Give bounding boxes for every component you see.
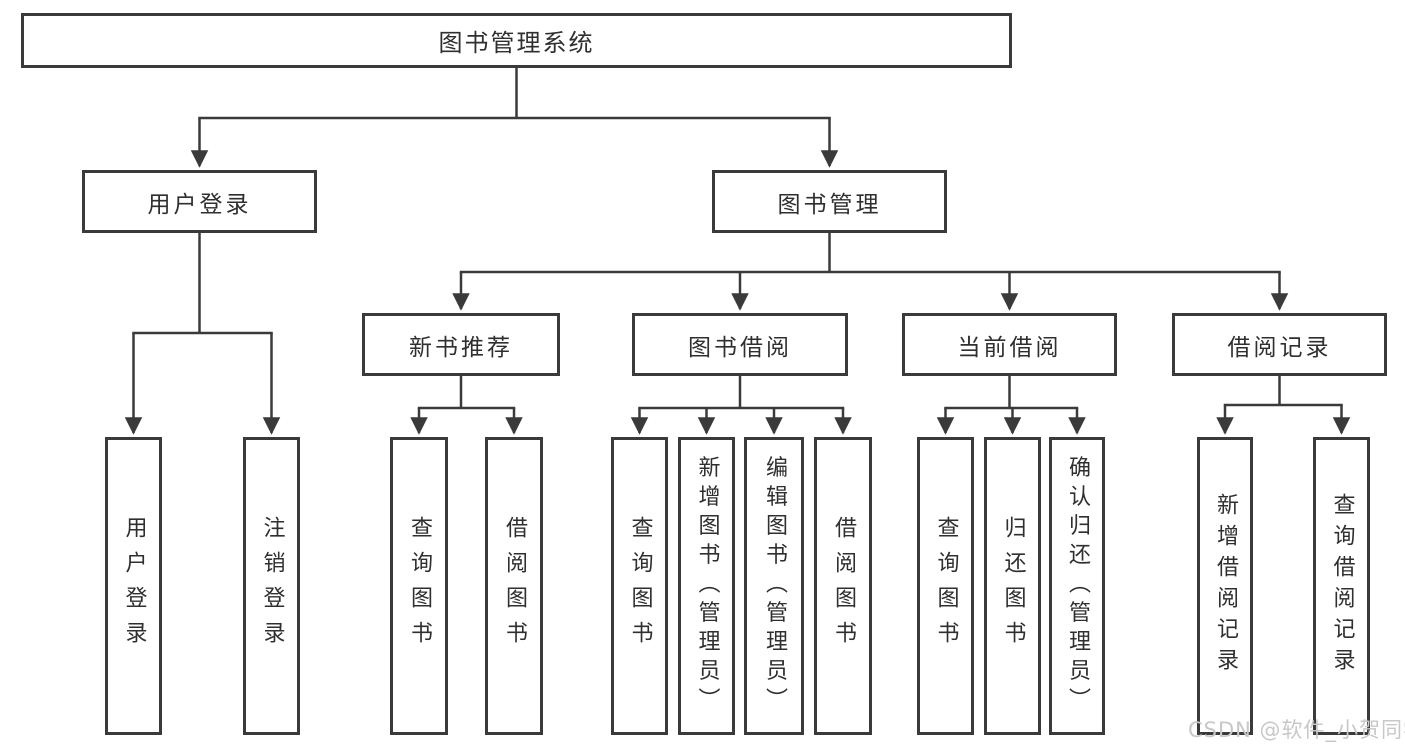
- leaf-user-login: 用户登录: [105, 437, 162, 735]
- node-label: 图书借阅: [688, 334, 792, 361]
- node-label: 当前借阅: [957, 334, 1062, 361]
- node-book-borrowing: 图书借阅: [632, 313, 848, 376]
- node-book-management: 图书管理: [712, 170, 947, 233]
- leaf-label: 查询图书: [407, 516, 432, 656]
- node-user-login: 用户登录: [82, 170, 317, 233]
- leaf-query-books-recommend: 查询图书: [390, 437, 448, 735]
- leaf-label: 新增借阅记录: [1213, 493, 1238, 679]
- leaf-label: 确认归还（管理员）: [1065, 455, 1090, 717]
- csdn-watermark: CSDN @软件_小贺同学: [1188, 718, 1405, 742]
- node-borrowing-records: 借阅记录: [1172, 313, 1387, 376]
- node-current-borrowing: 当前借阅: [902, 313, 1117, 376]
- leaf-label: 用户登录: [121, 516, 147, 656]
- leaf-confirm-return-admin: 确认归还（管理员）: [1049, 437, 1105, 735]
- node-label: 新书推荐: [409, 334, 513, 361]
- leaf-label: 注销登录: [259, 516, 285, 656]
- leaf-label: 查询借阅记录: [1329, 493, 1355, 679]
- leaf-label: 借阅图书: [502, 516, 527, 656]
- leaf-borrow-books-borrowing: 借阅图书: [814, 437, 872, 735]
- node-label: 用户登录: [147, 191, 252, 218]
- leaf-edit-book-admin: 编辑图书（管理员）: [744, 437, 804, 735]
- node-label: 图书管理系统: [438, 29, 595, 57]
- leaf-add-borrow-record: 新增借阅记录: [1197, 437, 1253, 735]
- leaf-add-book-admin: 新增图书（管理员）: [678, 437, 735, 735]
- leaf-label: 编辑图书（管理员）: [762, 455, 787, 717]
- leaf-logout: 注销登录: [243, 437, 300, 735]
- node-label: 借阅记录: [1227, 334, 1332, 361]
- node-label: 图书管理: [777, 191, 882, 218]
- leaf-query-books-borrowing: 查询图书: [611, 437, 668, 735]
- leaf-query-books-current: 查询图书: [917, 437, 974, 735]
- leaf-label: 归还图书: [1000, 516, 1026, 656]
- leaf-query-borrow-record: 查询借阅记录: [1313, 437, 1370, 735]
- leaf-return-book: 归还图书: [984, 437, 1041, 735]
- leaf-borrow-books-recommend: 借阅图书: [485, 437, 543, 735]
- leaf-label: 新增图书（管理员）: [694, 455, 720, 717]
- leaf-label: 查询图书: [627, 516, 653, 656]
- node-library-management-system: 图书管理系统: [21, 13, 1012, 68]
- leaf-label: 借阅图书: [831, 516, 856, 656]
- leaf-label: 查询图书: [933, 516, 959, 656]
- node-new-book-recommend: 新书推荐: [362, 313, 560, 376]
